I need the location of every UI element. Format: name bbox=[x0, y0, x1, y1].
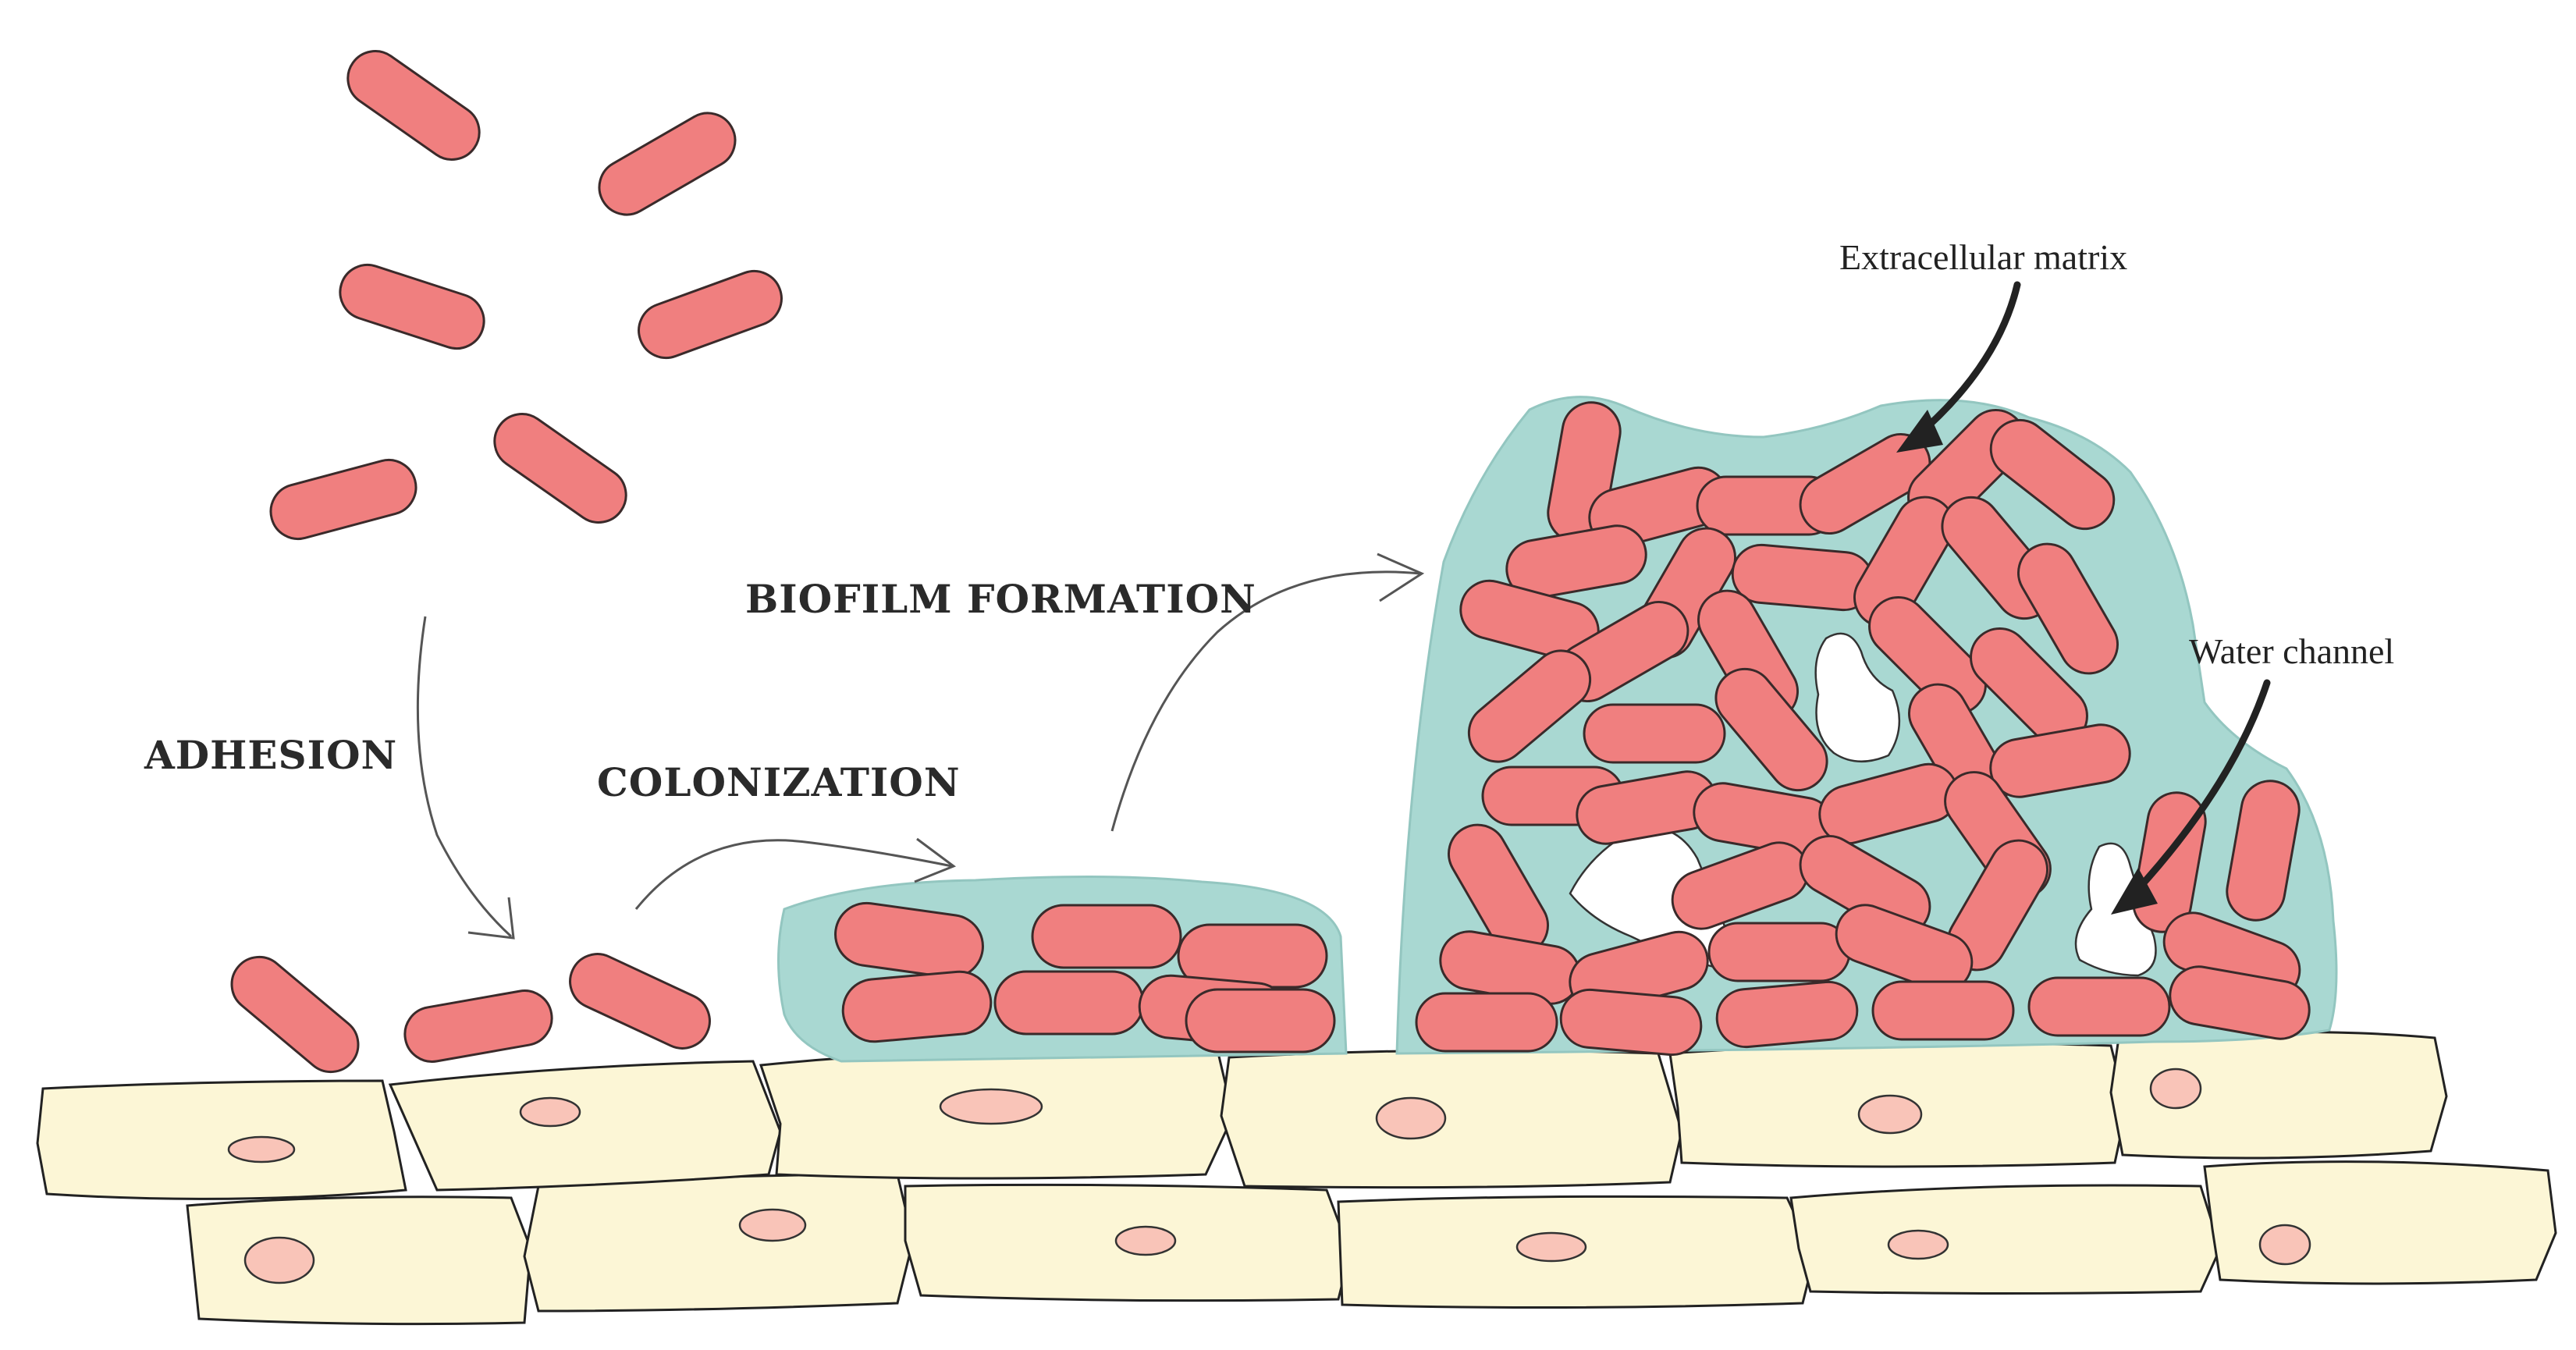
bacterium bbox=[269, 458, 417, 541]
bacterium bbox=[1714, 667, 1828, 792]
host-tissue-layer bbox=[36, 1031, 2557, 1326]
bacterium bbox=[339, 263, 485, 350]
annotation-arrows bbox=[1896, 281, 2271, 915]
host-cell bbox=[1789, 1184, 2222, 1295]
bacterium bbox=[1467, 649, 1592, 763]
arrow-head-icon bbox=[914, 837, 957, 883]
cell-nucleus bbox=[738, 1208, 807, 1242]
bacterium bbox=[638, 269, 783, 360]
host-cell bbox=[186, 1195, 532, 1326]
cell-nucleus bbox=[1375, 1096, 1447, 1140]
arrow-head-icon bbox=[467, 897, 515, 940]
cell-nucleus bbox=[1857, 1094, 1923, 1135]
bacterium bbox=[841, 970, 993, 1043]
bacterium bbox=[2017, 542, 2119, 675]
cell-nucleus bbox=[2149, 1068, 2202, 1110]
host-cell bbox=[388, 1060, 782, 1192]
microcolony bbox=[777, 875, 1348, 1063]
cell-nucleus bbox=[2258, 1224, 2311, 1266]
cell-nucleus bbox=[227, 1135, 296, 1163]
bacterium bbox=[2027, 976, 2171, 1037]
annotation-extracellular-matrix: Extracellular matrix bbox=[1839, 237, 2127, 277]
cell-nucleus bbox=[1114, 1225, 1177, 1256]
bacterium bbox=[569, 953, 711, 1050]
bacterium bbox=[1583, 703, 1726, 764]
bacterium bbox=[1835, 904, 1974, 993]
biofilm-formation-arrow bbox=[1110, 570, 1421, 832]
bacterium bbox=[1731, 543, 1874, 612]
bacterium bbox=[1559, 988, 1703, 1057]
stage-label-biofilm-formation: BIOFILM FORMATION bbox=[745, 576, 1256, 622]
bacterium bbox=[2169, 965, 2311, 1040]
adhesion-arrow bbox=[416, 616, 513, 938]
bacterium bbox=[993, 970, 1145, 1036]
host-cell bbox=[2203, 1160, 2557, 1285]
annotation-water-channel: Water channel bbox=[2189, 631, 2394, 671]
host-cell bbox=[36, 1079, 407, 1200]
stage-label-colonization: COLONIZATION bbox=[597, 759, 961, 805]
bacterium bbox=[493, 413, 627, 524]
host-cell bbox=[1220, 1049, 1683, 1189]
stage-label-adhesion: ADHESION bbox=[144, 732, 397, 778]
bacterium bbox=[1871, 980, 2015, 1041]
adhered-bacteria bbox=[230, 953, 711, 1074]
bacterium bbox=[1707, 922, 1851, 982]
bacterium bbox=[346, 50, 481, 161]
colonization-arrow bbox=[634, 839, 953, 910]
host-cell bbox=[523, 1173, 915, 1313]
process-arrows bbox=[416, 552, 1425, 940]
arrow-head-icon bbox=[1896, 410, 1943, 453]
cell-nucleus bbox=[1887, 1229, 1949, 1260]
matrix-pointer-arrow bbox=[1912, 281, 2021, 441]
bacterium bbox=[598, 112, 737, 216]
mature-biofilm bbox=[1395, 396, 2338, 1057]
cell-nucleus bbox=[1515, 1231, 1587, 1263]
bacterium bbox=[1185, 988, 1336, 1053]
bacterium bbox=[1799, 433, 1931, 535]
bacterium bbox=[1868, 596, 1987, 715]
arrow-head-icon bbox=[2111, 868, 2158, 915]
water-channel-pointer-arrow bbox=[2127, 679, 2271, 901]
bacterium bbox=[2226, 780, 2301, 922]
bacterium bbox=[834, 901, 984, 979]
bacterium bbox=[1415, 992, 1558, 1053]
cell-nucleus bbox=[939, 1088, 1043, 1125]
bacterium bbox=[1989, 418, 2116, 531]
bacterium bbox=[1031, 904, 1182, 969]
water-channel bbox=[1814, 632, 1901, 763]
cell-nucleus bbox=[243, 1236, 315, 1284]
bacterium bbox=[403, 989, 553, 1063]
arrow-head-icon bbox=[1377, 552, 1425, 602]
bacterium bbox=[1715, 980, 1859, 1049]
cell-nucleus bbox=[519, 1096, 581, 1128]
planktonic-bacteria bbox=[269, 50, 783, 541]
bacterium bbox=[230, 955, 360, 1074]
